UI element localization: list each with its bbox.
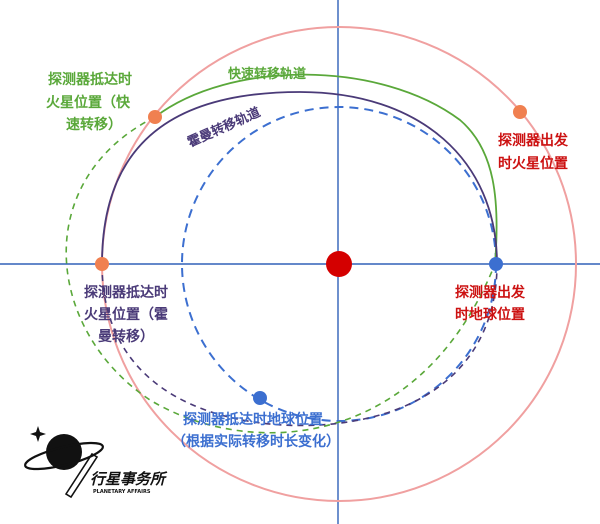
- logo-star-icon: [30, 426, 46, 442]
- logo-ring-icon: [24, 441, 104, 471]
- sun-marker: [326, 251, 352, 277]
- svg-text:（根据实际转移时长变化）: （根据实际转移时长变化）: [172, 433, 340, 450]
- fast-transfer-orbit: [154, 73, 498, 265]
- mars-marker-departure: [513, 105, 527, 119]
- logo-planet-icon: [46, 434, 82, 470]
- svg-text:探测器出发: 探测器出发: [498, 132, 569, 149]
- svg-text:时地球位置: 时地球位置: [455, 306, 525, 323]
- svg-text:探测器抵达时地球位置: 探测器抵达时地球位置: [183, 411, 323, 428]
- svg-text:探测器出发: 探测器出发: [455, 284, 526, 301]
- svg-text:曼转移）: 曼转移）: [98, 328, 154, 345]
- logo-satellite-icon: [64, 452, 99, 499]
- label-probe-depart-mars: 探测器出发 时火星位置: [498, 132, 569, 172]
- hohmann-transfer-orbit-dashed: [101, 263, 498, 427]
- mars-marker-hohmann-arrival: [95, 257, 109, 271]
- logo-name: 行星事务所: [90, 470, 168, 488]
- fast-transfer-orbit-dashed: [65, 116, 496, 434]
- svg-text:探测器抵达时: 探测器抵达时: [84, 284, 168, 301]
- svg-text:探测器抵达时: 探测器抵达时: [48, 71, 132, 88]
- svg-text:火星位置（霍: 火星位置（霍: [84, 306, 168, 323]
- planetary-affairs-logo: 行星事务所 PLANETARY AFFAIRS: [24, 426, 168, 499]
- svg-text:时火星位置: 时火星位置: [498, 155, 568, 172]
- logo-subtitle: PLANETARY AFFAIRS: [93, 489, 151, 495]
- earth-marker-departure: [489, 257, 503, 271]
- label-probe-at-mars-fast: 探测器抵达时 火星位置（快 速转移）: [46, 71, 132, 133]
- fast-transfer-label: 快速转移轨道: [228, 66, 306, 82]
- mars-marker-fast-arrival: [148, 110, 162, 124]
- svg-text:火星位置（快: 火星位置（快: [46, 94, 131, 111]
- svg-text:速转移）: 速转移）: [66, 116, 122, 133]
- hohmann-transfer-orbit: [101, 91, 498, 265]
- label-probe-at-earth: 探测器抵达时地球位置 （根据实际转移时长变化）: [172, 411, 340, 450]
- label-probe-depart-earth: 探测器出发 时地球位置: [455, 284, 526, 323]
- hohmann-transfer-label: 霍曼转移轨道: [185, 104, 263, 150]
- label-probe-at-mars-hohmann: 探测器抵达时 火星位置（霍 曼转移）: [84, 284, 168, 345]
- earth-marker-arrival: [253, 391, 267, 405]
